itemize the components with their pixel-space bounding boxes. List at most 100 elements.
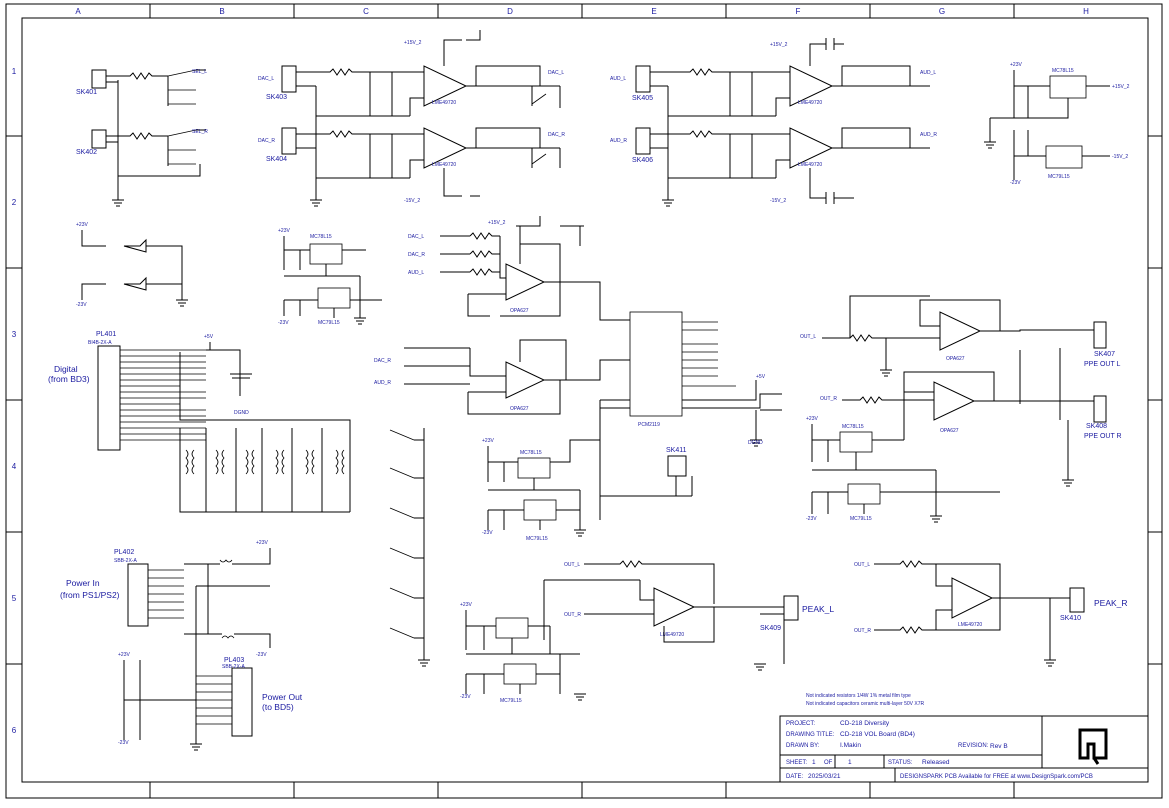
pl402-label: PL402 bbox=[114, 549, 134, 556]
col-d: D bbox=[507, 7, 513, 16]
transformer-row bbox=[179, 428, 350, 513]
pl403-connector: PL403 SBB-2X-A Power Out (to BD5) +23V -… bbox=[118, 652, 303, 751]
output-stage-left: OUT_L OPA627 SK407 PPE OUT L bbox=[800, 295, 1121, 404]
summing-amp-top: DAC_L DAC_R AUD_L OPA627 +15V_2 bbox=[408, 216, 630, 321]
col-a: A bbox=[75, 7, 81, 16]
u2-type: MC79L15 bbox=[318, 320, 340, 326]
pl402-type: SBB-2X-A bbox=[114, 558, 137, 564]
m15-rail-2: -15V_2 bbox=[770, 198, 786, 204]
m23-rail-4: -23V bbox=[482, 530, 493, 536]
digital-label-2: (from BD3) bbox=[48, 374, 90, 384]
sk406-label: SK406 bbox=[632, 157, 653, 164]
opa627-top-type: OPA627 bbox=[510, 308, 529, 314]
m23-rail-6: -23V bbox=[256, 652, 267, 658]
row-1: 1 bbox=[12, 67, 17, 76]
drawing-title-label: DRAWING TITLE: bbox=[786, 732, 835, 738]
reg-center-pos: MC78L15 bbox=[520, 450, 542, 456]
col-h: H bbox=[1083, 7, 1089, 16]
row-4: 4 bbox=[12, 462, 17, 471]
dac-l-out-net: DAC_L bbox=[548, 70, 564, 76]
date-value: 2025/03/21 bbox=[808, 773, 841, 780]
drawn-by-value: I.Makin bbox=[840, 742, 861, 749]
power-in-label-2: (from PS1/PS2) bbox=[60, 590, 120, 600]
peak-out-l-net: OUT_L bbox=[564, 562, 580, 568]
sk411-connector: SK411 bbox=[666, 447, 693, 496]
aud-l-in-net: AUD_L bbox=[610, 76, 626, 82]
p23-rail-5: +23V bbox=[806, 416, 818, 422]
pl401-type: BI4B-2X-A bbox=[88, 340, 112, 346]
sheet-label: SHEET: bbox=[786, 760, 807, 766]
drawn-by-label: DRAWN BY: bbox=[786, 743, 820, 749]
opamp-u4a: LME49720 +15V_2 DAC_L bbox=[404, 30, 564, 107]
project-label: PROJECT: bbox=[786, 721, 815, 727]
row-5: 5 bbox=[12, 594, 17, 603]
row-3: 3 bbox=[12, 330, 17, 339]
relay-contacts-left bbox=[531, 86, 561, 168]
sk408-label: SK408 bbox=[1086, 423, 1107, 430]
sheet-border bbox=[5, 3, 1163, 799]
project-value: CD-218 Diversity bbox=[840, 720, 890, 727]
col-c: C bbox=[363, 7, 369, 16]
m23-rail-2: -23V bbox=[76, 302, 87, 308]
peak-r-out-l-net: OUT_L bbox=[854, 562, 870, 568]
date-label: DATE: bbox=[786, 774, 804, 780]
peak-l-opamp: LME49720 bbox=[660, 632, 684, 638]
power-out-label-1: Power Out bbox=[262, 692, 303, 702]
reg-bottom-neg: MC79L15 bbox=[500, 698, 522, 704]
sk405-label: SK405 bbox=[632, 95, 653, 102]
sk404-label: SK404 bbox=[266, 156, 287, 163]
out-r-net: OUT_R bbox=[820, 396, 837, 402]
m23-rail-5: -23V bbox=[806, 516, 817, 522]
p5-rail-1: +5V bbox=[756, 374, 766, 380]
dgnd-2: DGND bbox=[234, 410, 249, 416]
designspark-footer: DESIGNSPARK PCB Available for FREE at ww… bbox=[900, 774, 1093, 780]
input-selector-block: SK401 SK402 SEL_L SEL_R bbox=[76, 69, 208, 207]
column-labels: A B C D E F G H bbox=[75, 7, 1089, 16]
sum-aud-l-net: AUD_L bbox=[408, 270, 424, 276]
sk409-label: SK409 bbox=[760, 625, 781, 632]
pl401-connector: PL401 BI4B-2X-A Digital (from BD3) +5V D… bbox=[48, 331, 351, 512]
sum-aud-r-net: AUD_R bbox=[374, 380, 391, 386]
title-block: PROJECT: CD-218 Diversity DRAWING TITLE:… bbox=[779, 715, 1149, 783]
opamp-u5a: LME49720 +15V_2 AUD_L bbox=[770, 38, 936, 107]
row-6: 6 bbox=[12, 726, 17, 735]
p15-rail-4: +15V_2 bbox=[488, 220, 506, 226]
m15-rail-1: -15V_2 bbox=[404, 198, 420, 204]
peak-r-stage: OUT_L OUT_R LME49720 SK410 PEAK_R bbox=[854, 560, 1128, 667]
ppe-out-r-label: PPE OUT R bbox=[1084, 433, 1122, 440]
sk407-label: SK407 bbox=[1094, 351, 1115, 358]
status-value: Released bbox=[922, 759, 950, 766]
col-g: G bbox=[939, 7, 945, 16]
aud-l-out-net: AUD_L bbox=[920, 70, 936, 76]
reg-center-neg: MC79L15 bbox=[526, 536, 548, 542]
p15-rail-2: +15V_2 bbox=[770, 42, 788, 48]
note-line-1: Not indicated resistors 1/4W 1% metal fi… bbox=[806, 693, 911, 699]
sheet-value: 1 bbox=[812, 759, 816, 766]
opamp-u4b: LME49720 -15V_2 DAC_R bbox=[404, 127, 565, 204]
pl402-connector: PL402 SBB-2X-A Power In (from PS1/PS2) +… bbox=[60, 540, 271, 700]
output-stage-right: OUT_R OPA627 SK408 PPE OUT R bbox=[820, 348, 1122, 487]
aud-input-stage: SK405 SK406 AUD_L AUD_R bbox=[610, 65, 790, 207]
dac-r-in-net: DAC_R bbox=[258, 138, 275, 144]
sk410-label: SK410 bbox=[1060, 615, 1081, 622]
dgnd-1: DGND bbox=[748, 440, 763, 446]
u1-type: MC78L15 bbox=[310, 234, 332, 240]
peak-r-label: PEAK_R bbox=[1094, 598, 1128, 608]
drawing-title-value: CD-218 VOL Board (BD4) bbox=[840, 731, 915, 738]
dac-ic-u7: PCM2119 +5V DGND bbox=[599, 311, 782, 520]
u5b-type: LME49720 bbox=[798, 162, 822, 168]
regulator-block-bottom: MC79L15 +23V -23V bbox=[460, 602, 586, 704]
sum-dac-l-net: DAC_L bbox=[408, 234, 424, 240]
regulator-block-top-right: MC78L15 MC79L15 +23V -23V +15V_2 -15V_2 bbox=[984, 62, 1130, 186]
digital-label-1: Digital bbox=[54, 364, 78, 374]
pl403-label: PL403 bbox=[224, 657, 244, 664]
peak-l-label: PEAK_L bbox=[802, 604, 834, 614]
sk411-label: SK411 bbox=[666, 447, 687, 454]
m15-rail-3: -15V_2 bbox=[1112, 154, 1128, 160]
col-b: B bbox=[219, 7, 224, 16]
p23-rail-8: +23V bbox=[460, 602, 472, 608]
m23-rail-8: -23V bbox=[460, 694, 471, 700]
regulator-block-u1-u2: MC78L15 MC79L15 +23V -23V bbox=[278, 228, 382, 326]
row-labels: 1 2 3 4 5 6 bbox=[12, 67, 17, 735]
